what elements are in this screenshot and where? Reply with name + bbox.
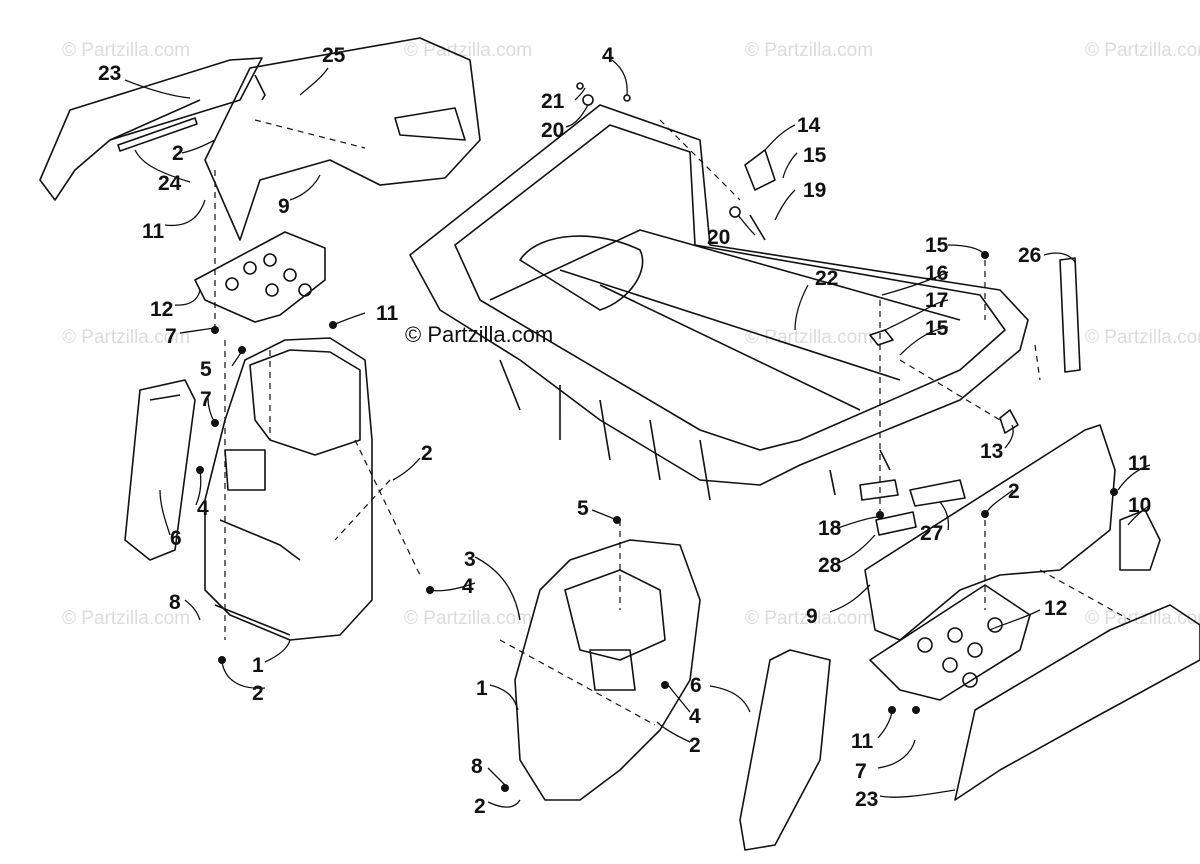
callout-label: 2: [252, 682, 264, 705]
callout-label: 4: [462, 575, 474, 598]
side-panel-right: [864, 424, 1116, 641]
callout-label: 5: [200, 358, 212, 381]
callout-label: 11: [142, 220, 165, 243]
callout-label: 28: [818, 554, 842, 577]
footrest-plate-right: [869, 584, 1031, 701]
watermark: © Partzilla.com: [1085, 327, 1200, 348]
callout-label: 18: [818, 517, 842, 540]
callout-label: 4: [197, 497, 209, 520]
pad-28: [875, 511, 917, 536]
callout-label: 7: [165, 325, 177, 348]
callout-label: 25: [322, 44, 346, 67]
callout-label: 27: [920, 522, 943, 545]
mud-flap-left: [124, 379, 196, 561]
callout-label: 19: [803, 179, 826, 202]
callout-label: 7: [855, 760, 867, 783]
callout-label: 8: [471, 755, 483, 778]
callout-label: 5: [577, 497, 589, 520]
callout-label: 6: [690, 674, 702, 697]
callout-label: 15: [925, 317, 949, 340]
watermark: © Partzilla.com: [745, 327, 874, 348]
callout-label: 2: [474, 795, 486, 818]
callout-label: 1: [476, 677, 488, 700]
strip-26: [1059, 257, 1081, 373]
pad-18: [859, 479, 899, 501]
callout-label: 2: [689, 734, 701, 757]
bracket-10: [1119, 509, 1161, 571]
callout-label: 8: [169, 591, 181, 614]
watermark: © Partzilla.com: [62, 608, 191, 629]
callout-label: 2: [421, 442, 433, 465]
bracket-14: [744, 149, 776, 191]
callout-label: 26: [1018, 244, 1041, 267]
callout-label: 17: [925, 289, 948, 312]
callout-label: 11: [851, 730, 874, 753]
callout-label: 6: [170, 527, 182, 550]
fender-left: [204, 337, 373, 641]
callout-label: 10: [1128, 494, 1151, 517]
callout-label: 9: [278, 195, 290, 218]
callout-label: 23: [98, 62, 121, 85]
callout-label: 12: [150, 298, 173, 321]
callout-label: 12: [1044, 597, 1067, 620]
mud-flap-right: [739, 649, 831, 851]
rail-cover-left: [39, 57, 263, 201]
cargo-box: [409, 104, 1029, 486]
fender-right: [514, 539, 701, 801]
callout-label: 11: [1128, 452, 1151, 475]
hinge-13: [999, 409, 1019, 434]
callout-label: 16: [925, 262, 948, 285]
callout-label: 3: [464, 548, 476, 571]
watermark: © Partzilla.com: [745, 608, 874, 629]
callout-label: 20: [707, 226, 730, 249]
watermark: © Partzilla.com: [745, 40, 874, 61]
watermark: © Partzilla.com: [62, 40, 191, 61]
callout-label: 7: [200, 388, 212, 411]
side-panel-top-left: [204, 37, 481, 241]
callout-label: 4: [689, 705, 701, 728]
callout-label: 15: [925, 234, 949, 257]
footrest-plate-left: [194, 231, 326, 323]
strip-24: [117, 117, 198, 152]
callout-label: 23: [855, 788, 878, 811]
callout-label: 15: [803, 144, 827, 167]
callout-label: 4: [602, 44, 614, 67]
callout-label: 14: [797, 114, 821, 137]
callout-label: 21: [541, 90, 565, 113]
callout-label: 2: [172, 142, 184, 165]
watermark: © Partzilla.com: [62, 327, 191, 348]
callout-label: 20: [541, 119, 564, 142]
callout-label: 13: [980, 440, 1003, 463]
watermark: © Partzilla.com: [404, 608, 533, 629]
watermark: © Partzilla.com: [1085, 40, 1200, 61]
callout-label: 1: [252, 654, 264, 677]
callout-label: 2: [1008, 480, 1020, 503]
callout-label: 11: [376, 302, 399, 325]
rail-cover-right: [954, 604, 1200, 801]
callout-label: 24: [158, 172, 182, 195]
pad-27: [909, 479, 966, 507]
callout-label: 22: [815, 267, 838, 290]
watermark: © Partzilla.com: [1085, 608, 1200, 629]
callout-label: 9: [806, 605, 818, 628]
